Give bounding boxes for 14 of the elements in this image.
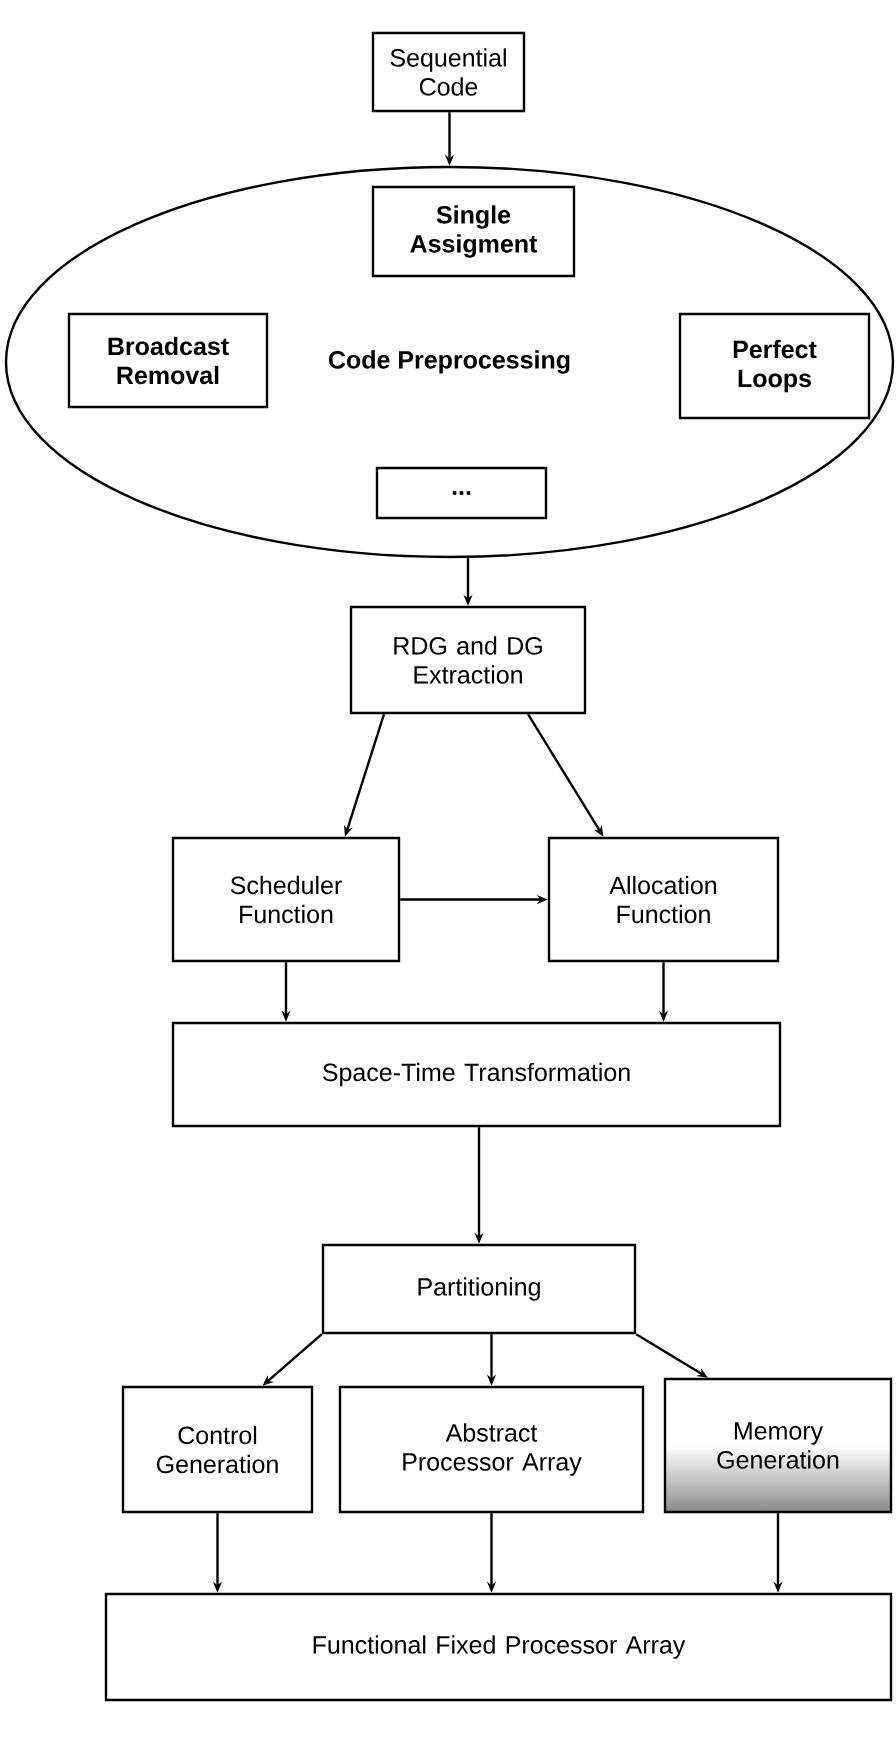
- process-box: ...: [375, 466, 548, 520]
- process-box: Allocation Function: [547, 836, 780, 963]
- process-box: Perfect Loops: [678, 312, 871, 420]
- process-box: RDG and DG Extraction: [349, 605, 587, 715]
- process-box: Functional Fixed Processor Array: [104, 1592, 893, 1702]
- process-box: Control Generation: [121, 1385, 314, 1514]
- process-box: Broadcast Removal: [67, 312, 269, 409]
- process-box: Abstract Processor Array: [338, 1385, 645, 1514]
- process-box: Single Assigment: [371, 185, 576, 278]
- process-box: Space-Time Transformation: [171, 1021, 782, 1128]
- process-box: Sequential Code: [371, 31, 526, 113]
- process-box: Partitioning: [321, 1243, 637, 1335]
- process-box: Memory Generation: [663, 1377, 893, 1514]
- process-box: Scheduler Function: [171, 836, 401, 963]
